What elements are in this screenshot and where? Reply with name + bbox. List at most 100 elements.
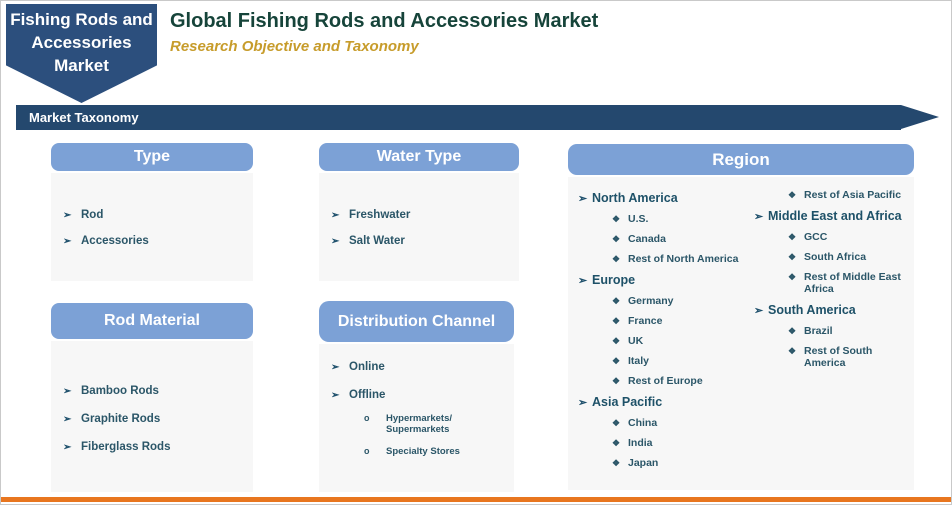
country-label: Rest of Asia Pacific xyxy=(804,189,902,201)
box-type-title: Type xyxy=(133,148,171,165)
arrow-bullet-icon: ➢ xyxy=(63,236,72,247)
country-item: ❖ Italy xyxy=(612,355,754,367)
region-heading-label: Asia Pacific xyxy=(592,395,663,409)
country-item: ❖ France xyxy=(612,315,754,327)
region-heading: ➢ North America xyxy=(578,191,754,205)
market-taxonomy-label: Market Taxonomy xyxy=(29,110,139,125)
country-item: ❖ UK xyxy=(612,335,754,347)
box-rod-material: Rod Material ➢ Bamboo Rods ➢ Graphite Ro… xyxy=(51,303,253,492)
list-item-label: Bamboo Rods xyxy=(81,385,159,397)
arrow-bullet-icon: ➢ xyxy=(578,193,588,205)
arrow-bullet-icon: ➢ xyxy=(754,305,764,317)
diamond-bullet-icon: ❖ xyxy=(612,336,621,346)
country-item: ❖ GCC xyxy=(788,231,914,243)
country-label: Brazil xyxy=(804,325,833,337)
country-label: Rest of South America xyxy=(804,345,873,369)
country-label: Rest of Middle East Africa xyxy=(804,271,901,295)
region-column-2: ❖ Rest of Asia Pacific ➢ Middle East and… xyxy=(754,187,914,490)
box-distribution-channel-title: Distribution Channel xyxy=(337,312,496,330)
box-water-type-body: ➢ Freshwater ➢ Salt Water xyxy=(319,173,519,281)
country-label: India xyxy=(628,437,653,449)
diamond-bullet-icon: ❖ xyxy=(612,418,621,428)
box-distribution-channel: Distribution Channel ➢ Online ➢ Offline … xyxy=(319,301,514,492)
list-item: ➢ Offline xyxy=(319,389,514,401)
list-item: ➢ Rod xyxy=(51,209,253,221)
list-sub-item: o Hypermarkets/ Supermarkets xyxy=(364,413,514,435)
country-label: South Africa xyxy=(804,251,867,263)
box-rod-material-header: Rod Material xyxy=(51,303,253,339)
list-item: ➢ Accessories xyxy=(51,235,253,247)
box-region-title: Region xyxy=(712,149,770,169)
arrow-bullet-icon: ➢ xyxy=(331,362,340,373)
country-label: Canada xyxy=(628,233,666,245)
market-ribbon-banner: Fishing Rods and Accessories Market xyxy=(6,4,157,103)
diamond-bullet-icon: ❖ xyxy=(612,234,621,244)
country-label: Germany xyxy=(628,295,674,307)
country-item: ❖ Canada xyxy=(612,233,754,245)
list-sub-item-label: Specialty Stores xyxy=(386,446,460,457)
diamond-bullet-icon: ❖ xyxy=(612,376,621,386)
box-region: Region ➢ North America ❖ U.S. ❖ Canada xyxy=(568,144,914,490)
box-region-body: ➢ North America ❖ U.S. ❖ Canada ❖ Rest o… xyxy=(568,177,914,490)
country-label: Italy xyxy=(628,355,650,367)
list-item: ➢ Graphite Rods xyxy=(51,413,253,425)
box-type-header: Type xyxy=(51,143,253,171)
diamond-bullet-icon: ❖ xyxy=(612,316,621,326)
country-label: U.S. xyxy=(628,213,649,225)
country-label: GCC xyxy=(804,231,828,243)
region-heading: ➢ Asia Pacific xyxy=(578,395,754,409)
country-label: Japan xyxy=(628,457,659,469)
list-item: ➢ Online xyxy=(319,361,514,373)
list-item-label: Rod xyxy=(81,209,104,221)
market-ribbon-label: Fishing Rods and Accessories Market xyxy=(10,10,153,75)
list-item: ➢ Bamboo Rods xyxy=(51,385,253,397)
country-label: France xyxy=(628,315,663,327)
region-heading-label: Europe xyxy=(592,273,636,287)
box-water-type-header: Water Type xyxy=(319,143,519,171)
market-taxonomy-banner: Market Taxonomy xyxy=(16,105,939,130)
country-item: ❖ Germany xyxy=(612,295,754,307)
country-label: China xyxy=(628,417,658,429)
page-title: Global Fishing Rods and Accessories Mark… xyxy=(170,10,599,32)
region-heading: ➢ Europe xyxy=(578,273,754,287)
region-group: ➢ South America ❖ Brazil ❖ Rest of South… xyxy=(754,303,914,369)
country-item: ❖ U.S. xyxy=(612,213,754,225)
list-item-label: Accessories xyxy=(81,235,149,247)
box-distribution-channel-header: Distribution Channel xyxy=(319,301,514,342)
arrow-bullet-icon: ➢ xyxy=(63,414,72,425)
diamond-bullet-icon: ❖ xyxy=(788,232,797,242)
arrow-bullet-icon: ➢ xyxy=(331,210,340,221)
country-item: ❖ Rest of North America xyxy=(612,253,754,265)
region-group: ➢ Middle East and Africa ❖ GCC ❖ South A… xyxy=(754,209,914,295)
arrow-bullet-icon: ➢ xyxy=(331,390,340,401)
title-block: Global Fishing Rods and Accessories Mark… xyxy=(170,10,598,55)
arrow-bullet-icon: ➢ xyxy=(754,211,764,223)
diamond-bullet-icon: ❖ xyxy=(612,254,621,264)
region-group: ➢ Asia Pacific ❖ China ❖ India ❖ Japan xyxy=(578,395,754,469)
arrow-bullet-icon: ➢ xyxy=(331,236,340,247)
country-item: ❖ China xyxy=(612,417,754,429)
country-item: ❖ Rest of Asia Pacific xyxy=(788,189,914,201)
country-item: ❖ Japan xyxy=(612,457,754,469)
country-label: Rest of Europe xyxy=(628,375,703,387)
diamond-bullet-icon: ❖ xyxy=(788,190,797,200)
page-subtitle: Research Objective and Taxonomy xyxy=(170,38,419,55)
country-item: ❖ Rest of South America xyxy=(788,345,914,369)
diamond-bullet-icon: ❖ xyxy=(788,252,797,262)
region-heading-label: South America xyxy=(768,303,856,317)
region-group: ➢ Europe ❖ Germany ❖ France ❖ UK xyxy=(578,273,754,387)
box-distribution-channel-body: ➢ Online ➢ Offline o Hypermarkets/ Super… xyxy=(319,344,514,492)
list-item-label: Fiberglass Rods xyxy=(81,441,171,453)
arrow-bullet-icon: ➢ xyxy=(578,275,588,287)
list-item-label: Salt Water xyxy=(349,235,405,247)
bottom-accent-bar xyxy=(1,497,951,502)
list-item-label: Freshwater xyxy=(349,209,411,221)
box-region-header: Region xyxy=(568,144,914,175)
box-water-type-title: Water Type xyxy=(376,148,462,165)
list-item: ➢ Fiberglass Rods xyxy=(51,441,253,453)
country-item: ❖ Brazil xyxy=(788,325,914,337)
arrow-bullet-icon: ➢ xyxy=(63,442,72,453)
circle-bullet-icon: o xyxy=(364,446,370,456)
region-heading-label: Middle East and Africa xyxy=(768,209,902,223)
